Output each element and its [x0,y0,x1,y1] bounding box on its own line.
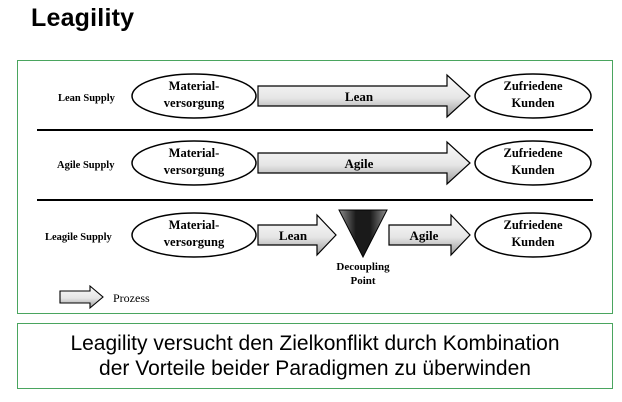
source-label-line1: Material- [169,218,220,232]
legend-label: Prozess [113,291,150,305]
summary-line-1: Leagility versucht den Zielkonflikt durc… [70,332,560,355]
target-label-line1: Zufriedene [503,218,562,232]
source-ellipse [131,73,257,119]
process-arrow-agile [388,213,471,257]
target-label-line2: Kunden [511,163,554,177]
row-label-agile-supply: Agile Supply [57,160,115,171]
summary-box: Leagility versucht den Zielkonflikt durc… [17,323,613,389]
target-label-line2: Kunden [511,96,554,110]
arrow-label-lean: Lean [279,228,308,243]
summary-line-2: der Vorteile beider Paradigmen zu überwi… [99,357,531,380]
process-arrow-lean [257,73,471,119]
source-ellipse [131,140,257,186]
source-label-line2: versorgung [164,96,225,110]
slide-title: Leagility [31,4,135,32]
target-ellipse [474,140,592,186]
row-label-lean-supply: Lean Supply [58,93,116,104]
supply-chain-diagram: Lean Supply Material- versorgung Lean Zu… [37,73,593,310]
target-ellipse [474,212,592,258]
target-label-line1: Zufriedene [503,79,562,93]
source-label-line1: Material- [169,146,220,160]
decoupling-point-triangle [338,209,388,259]
arrow-label-lean: Lean [345,89,374,104]
target-label-line1: Zufriedene [503,146,562,160]
source-label-line2: versorgung [164,235,225,249]
source-label-line1: Material- [169,79,220,93]
legend-process-arrow [59,284,104,310]
decoupling-label-line2: Point [350,275,375,287]
decoupling-label-line1: Decoupling [336,261,390,273]
process-arrow-agile [257,140,471,186]
diagram-frame [17,60,613,314]
row-label-leagile-supply: Leagile Supply [45,232,113,243]
target-ellipse [474,73,592,119]
arrow-label-agile: Agile [345,156,374,171]
process-arrow-lean [257,213,337,257]
arrow-label-agile: Agile [410,228,439,243]
source-label-line2: versorgung [164,163,225,177]
source-ellipse [131,212,257,258]
target-label-line2: Kunden [511,235,554,249]
